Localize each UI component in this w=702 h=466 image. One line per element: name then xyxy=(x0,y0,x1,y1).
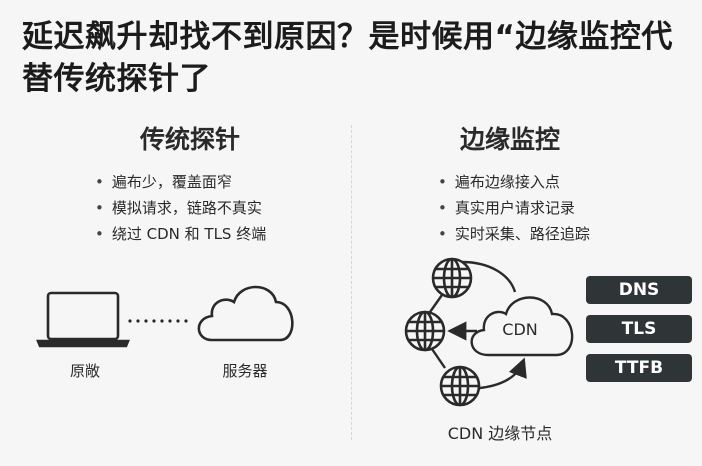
list-item: 遍布边缘接入点 xyxy=(438,169,590,195)
dotted-connection xyxy=(128,319,188,323)
globe-icon xyxy=(404,310,446,352)
globe-icon xyxy=(431,257,473,299)
globe-icon xyxy=(439,365,481,407)
metric-badge-tls: TLS xyxy=(586,315,692,343)
connection-line xyxy=(461,260,517,293)
arrow-to-cloud xyxy=(479,357,527,390)
cdn-label: CDN xyxy=(502,320,538,339)
list-item: 模拟请求，链路不真实 xyxy=(95,195,266,221)
column-divider xyxy=(351,125,352,440)
left-heading: 传统探针 xyxy=(139,125,240,154)
connection-line xyxy=(431,348,446,369)
list-item: 遍布少，覆盖面窄 xyxy=(95,169,266,195)
server-cloud-icon xyxy=(197,285,294,342)
right-bullet-list: 遍布边缘接入点 真实用户请求记录 实时采集、路径追踪 xyxy=(438,169,590,247)
edge-nodes-label: CDN 边缘节点 xyxy=(447,424,553,443)
list-item: 真实用户请求记录 xyxy=(438,195,590,221)
metric-badge-ttfb: TTFB xyxy=(586,354,692,382)
page-title: 延迟飙升却找不到原因？是时候用“边缘监控代替传统探针了 xyxy=(22,19,673,97)
server-label: 服务器 xyxy=(222,362,268,380)
right-heading: 边缘监控 xyxy=(459,125,560,154)
client-label: 原敞 xyxy=(69,362,100,380)
list-item: 绕过 CDN 和 TLS 终端 xyxy=(95,221,266,247)
laptop-icon xyxy=(36,291,130,348)
list-item: 实时采集、路径追踪 xyxy=(438,221,590,247)
cdn-cloud-icon xyxy=(470,296,574,357)
metric-badge-dns: DNS xyxy=(586,276,692,304)
connection-line xyxy=(429,294,443,313)
left-bullet-list: 遍布少，覆盖面窄 模拟请求，链路不真实 绕过 CDN 和 TLS 终端 xyxy=(95,169,266,247)
